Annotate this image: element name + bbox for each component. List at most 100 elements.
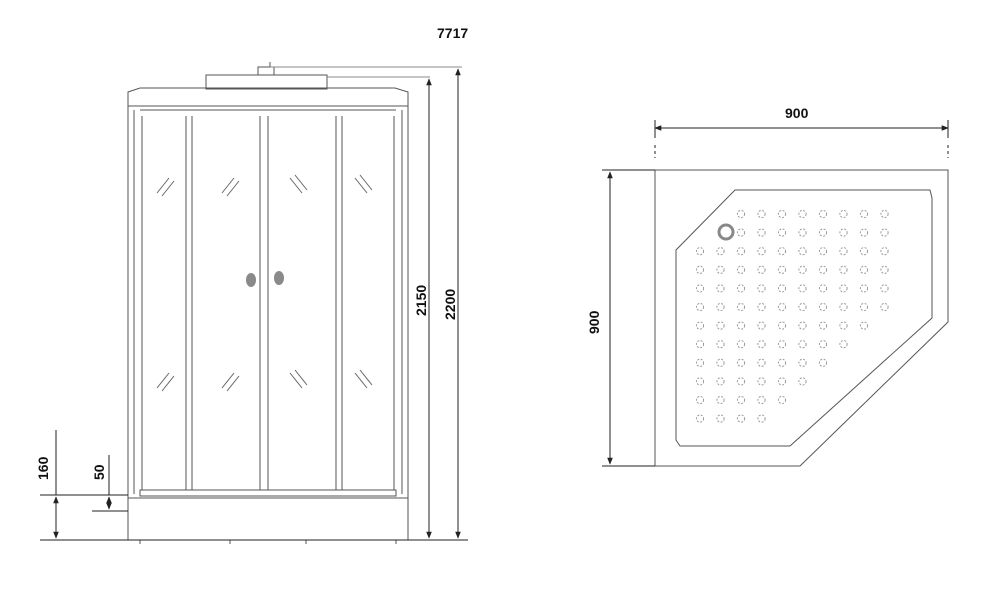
anti-slip-hole <box>880 302 889 312</box>
anti-slip-hole <box>716 321 725 330</box>
anti-slip-hole <box>757 209 766 219</box>
anti-slip-hole <box>859 247 869 256</box>
anti-slip-hole <box>695 265 705 274</box>
door-threshold <box>139 489 397 497</box>
anti-slip-hole <box>757 377 766 386</box>
anti-slip-hole <box>695 395 705 405</box>
anti-slip-hole <box>777 358 787 367</box>
glass-reflections-upper <box>156 174 373 197</box>
anti-slip-hole <box>777 321 787 330</box>
anti-slip-hole <box>757 302 766 312</box>
roof-vent <box>257 66 275 76</box>
anti-slip-hole <box>839 228 848 237</box>
anti-slip-hole <box>716 340 725 349</box>
anti-slip-hole <box>757 228 766 237</box>
drain-icon <box>717 223 735 241</box>
anti-slip-hole <box>798 247 807 256</box>
anti-slip-hole <box>859 284 869 293</box>
anti-slip-hole <box>736 209 746 219</box>
top-view <box>654 169 949 467</box>
anti-slip-hole <box>757 247 766 256</box>
anti-slip-hole <box>798 265 807 274</box>
anti-slip-hole <box>798 209 807 219</box>
anti-slip-hole <box>757 395 766 405</box>
anti-slip-hole <box>798 340 807 349</box>
anti-slip-hole <box>777 340 787 349</box>
anti-slip-hole <box>859 302 869 312</box>
anti-slip-hole <box>777 265 787 274</box>
anti-slip-hole <box>695 377 705 386</box>
anti-slip-hole <box>818 228 828 237</box>
anti-slip-hole <box>736 228 746 237</box>
dim-label-width: 900 <box>785 105 809 121</box>
anti-slip-hole <box>839 340 848 349</box>
anti-slip-hole <box>798 284 807 293</box>
anti-slip-hole <box>859 228 869 237</box>
anti-slip-hole <box>716 284 725 293</box>
anti-slip-hole <box>818 284 828 293</box>
anti-slip-hole <box>777 247 787 256</box>
anti-slip-hole <box>839 284 848 293</box>
anti-slip-hole <box>839 247 848 256</box>
anti-slip-hole <box>777 302 787 312</box>
shower-tray-front <box>127 497 409 541</box>
dim-label-depth: 900 <box>586 310 602 334</box>
anti-slip-hole <box>777 209 787 219</box>
anti-slip-hole <box>736 358 746 367</box>
anti-slip-hole <box>818 247 828 256</box>
anti-slip-hole <box>859 209 869 219</box>
anti-slip-hole <box>736 321 746 330</box>
anti-slip-hole <box>798 228 807 237</box>
anti-slip-hole <box>880 209 889 219</box>
anti-slip-hole <box>798 302 807 312</box>
anti-slip-hole <box>757 414 766 423</box>
anti-slip-hole <box>818 265 828 274</box>
front-view <box>127 62 462 544</box>
anti-slip-hole <box>736 302 746 312</box>
model-number: 7717 <box>437 25 468 41</box>
anti-slip-hole <box>736 395 746 405</box>
top-dimensions <box>602 120 949 467</box>
dim-label-2200: 2200 <box>442 289 458 320</box>
anti-slip-hole <box>736 247 746 256</box>
anti-slip-hole <box>818 340 828 349</box>
anti-slip-hole <box>716 414 725 423</box>
roof-cap <box>127 87 409 107</box>
anti-slip-hole <box>777 377 787 386</box>
roof-unit <box>205 74 328 90</box>
anti-slip-hole <box>736 284 746 293</box>
anti-slip-hole <box>757 265 766 274</box>
anti-slip-hole <box>818 302 828 312</box>
anti-slip-hole <box>695 358 705 367</box>
anti-slip-hole <box>695 340 705 349</box>
anti-slip-hole <box>757 358 766 367</box>
anti-slip-hole <box>777 228 787 237</box>
anti-slip-hole <box>839 321 848 330</box>
anti-slip-hole <box>757 284 766 293</box>
anti-slip-hole <box>736 414 746 423</box>
anti-slip-hole <box>716 358 725 367</box>
anti-slip-hole <box>859 321 869 330</box>
anti-slip-hole <box>839 302 848 312</box>
anti-slip-hole <box>695 302 705 312</box>
anti-slip-hole <box>880 247 889 256</box>
anti-slip-hole <box>818 358 828 367</box>
anti-slip-hole <box>695 414 705 423</box>
anti-slip-hole <box>818 209 828 219</box>
anti-slip-hole <box>880 284 889 293</box>
anti-slip-hole <box>757 340 766 349</box>
anti-slip-hole <box>716 377 725 386</box>
dim-label-2150: 2150 <box>413 285 429 316</box>
anti-slip-hole <box>880 228 889 237</box>
anti-slip-hole <box>839 265 848 274</box>
anti-slip-hole <box>716 302 725 312</box>
front-dimensions <box>40 68 468 541</box>
anti-slip-hole <box>736 340 746 349</box>
anti-slip-hole <box>880 265 889 274</box>
anti-slip-hole <box>716 395 725 405</box>
anti-slip-hole <box>818 321 828 330</box>
dim-label-50: 50 <box>91 464 107 480</box>
anti-slip-hole <box>736 265 746 274</box>
